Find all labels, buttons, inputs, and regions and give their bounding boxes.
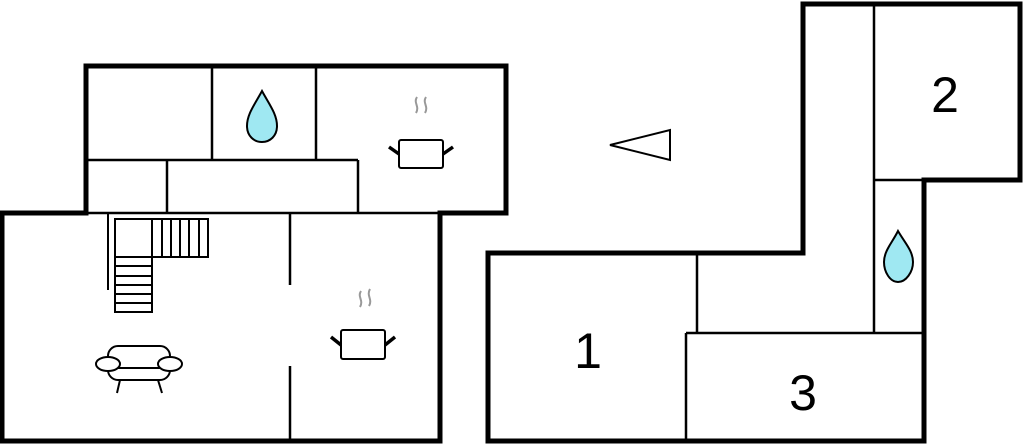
water-drop-icon: [882, 228, 915, 284]
left-building: [0, 63, 509, 444]
right-building: 1 2 3: [485, 1, 1023, 444]
direction-arrow-icon: [609, 128, 671, 162]
room-label-2: 2: [931, 67, 959, 123]
cooking-pot-icon: [387, 96, 455, 169]
sofa-icon: [95, 345, 183, 394]
room-label-3: 3: [789, 365, 817, 421]
water-drop-icon: [245, 88, 279, 144]
cooking-pot-icon: [329, 288, 397, 360]
right-building-outer-wall: [485, 1, 1023, 444]
room-label-1: 1: [574, 323, 602, 379]
staircase-icon: [107, 213, 209, 313]
